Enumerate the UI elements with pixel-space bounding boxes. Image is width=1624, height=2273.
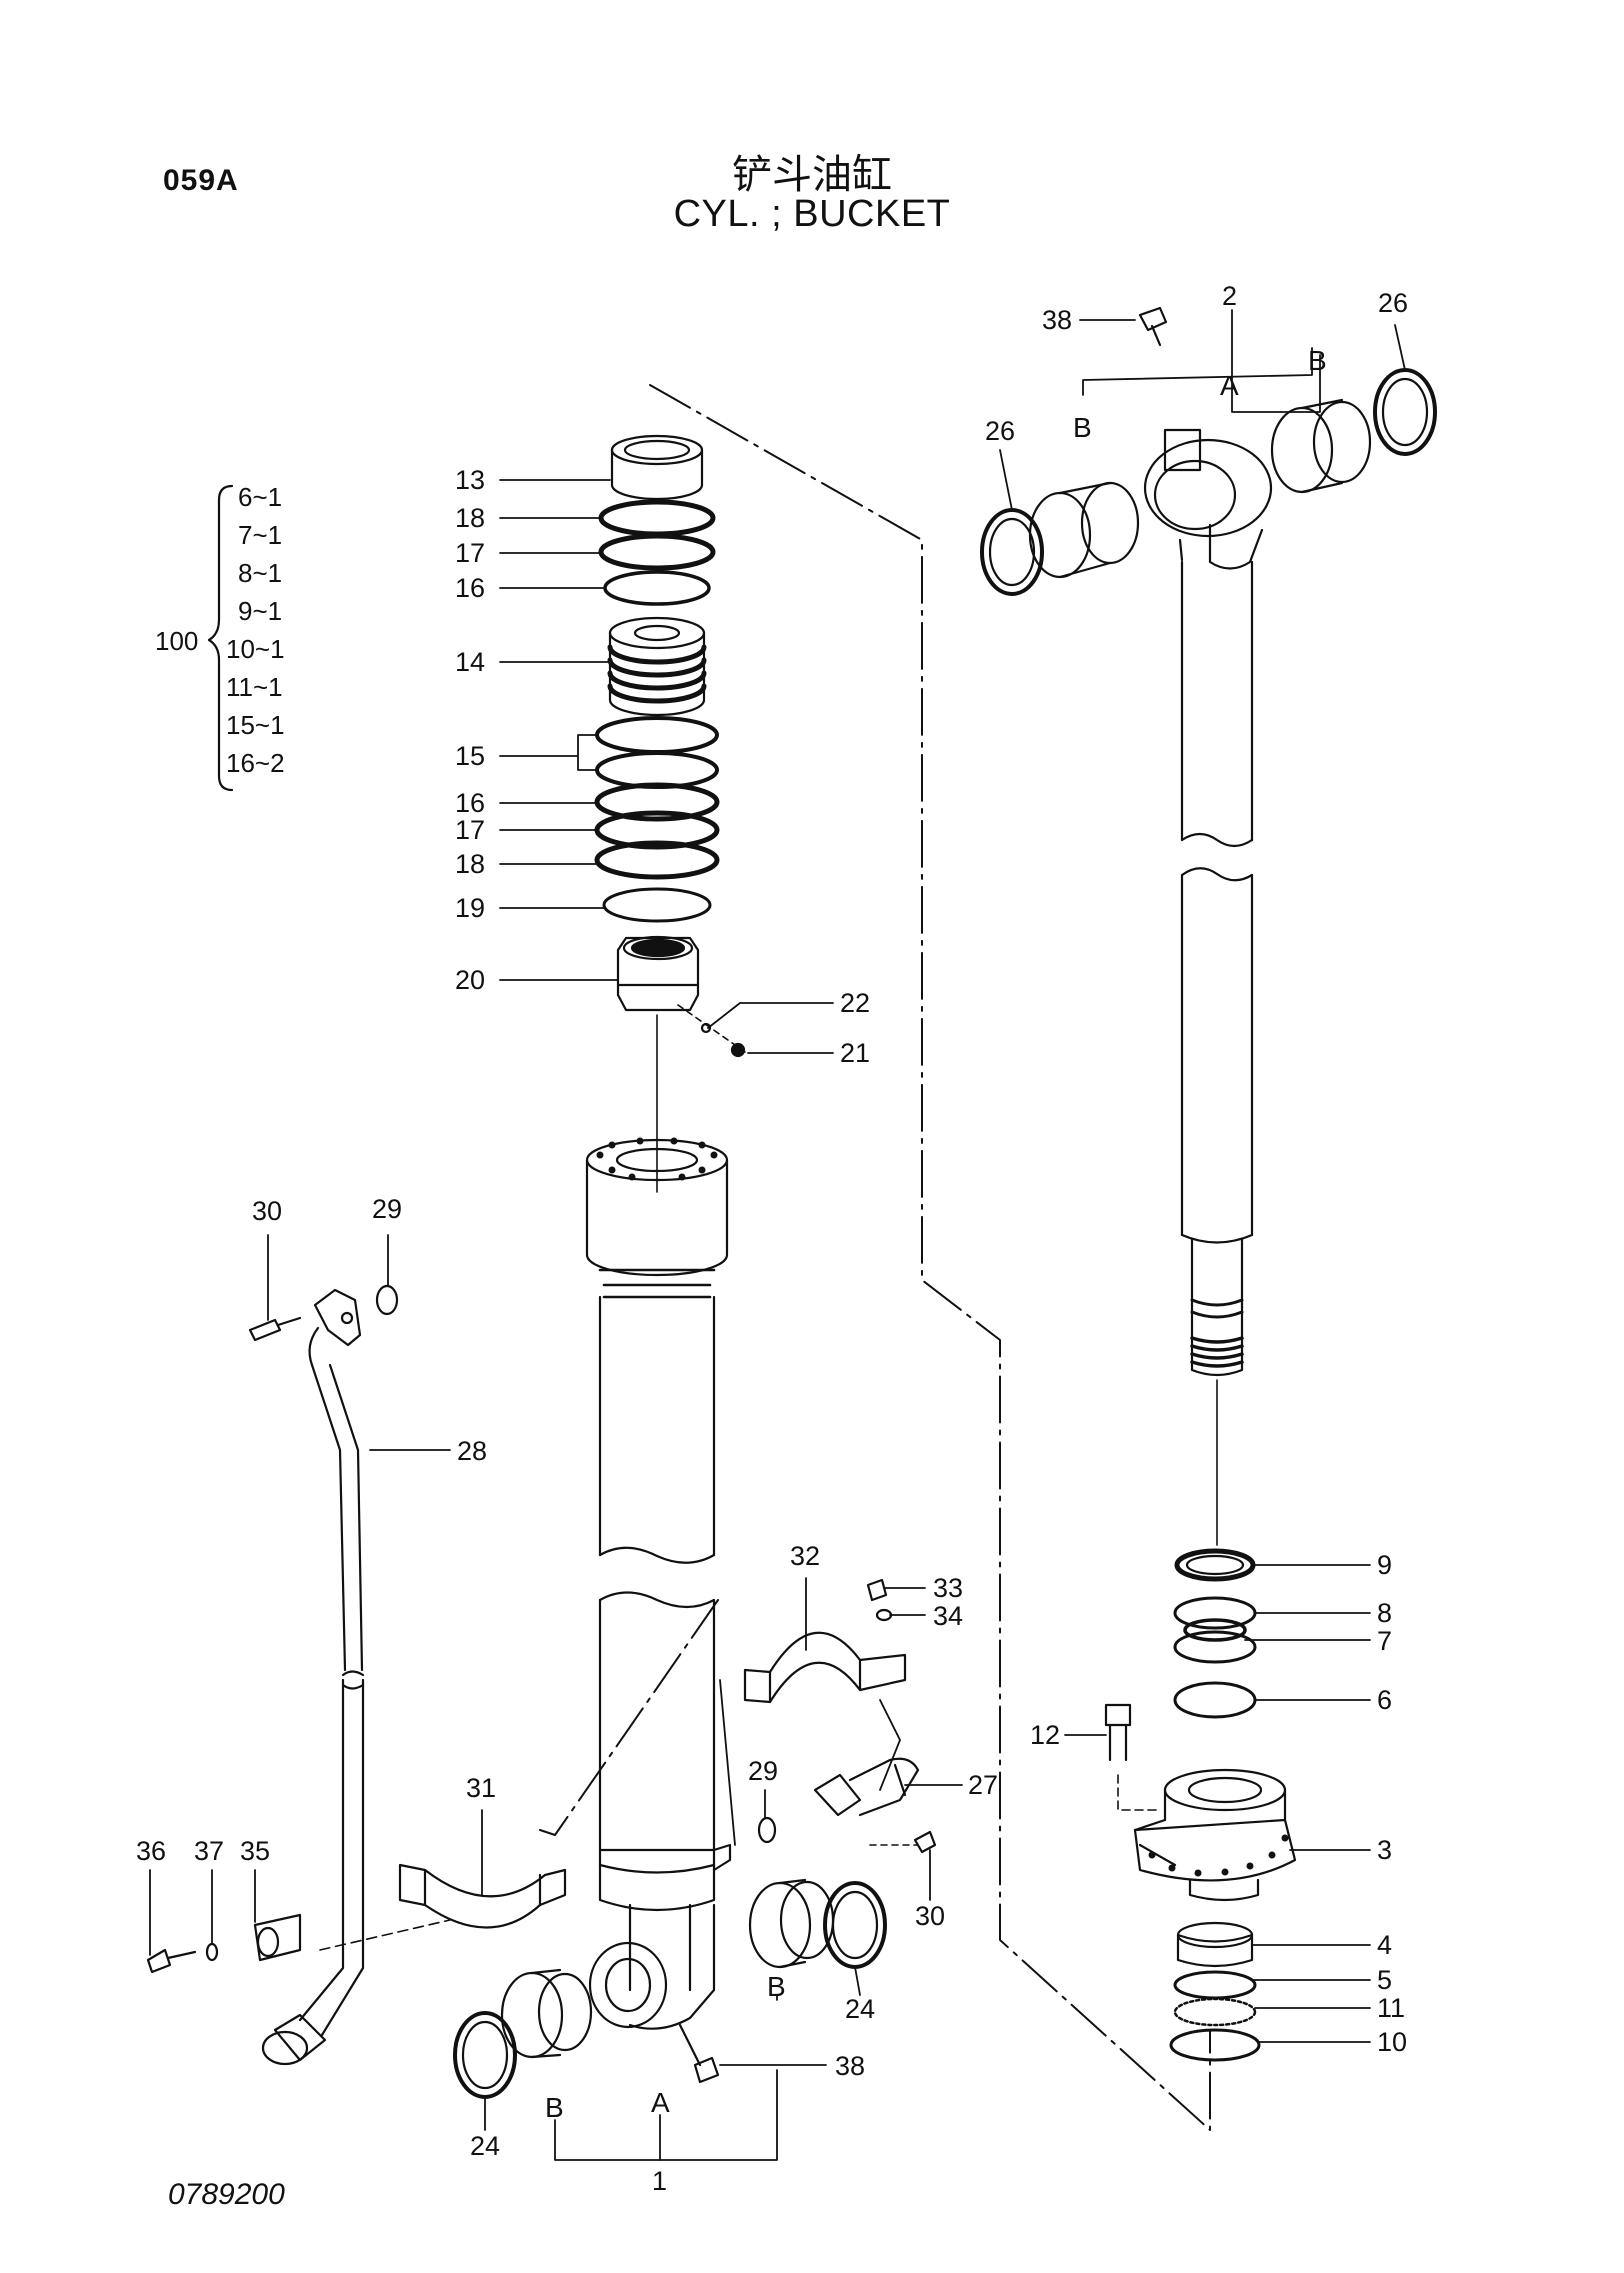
- callout-31: 31: [466, 1773, 496, 1803]
- title-english: CYL. ; BUCKET: [673, 193, 951, 235]
- callout-15: 15: [455, 741, 485, 771]
- callout-7: 7: [1377, 1626, 1392, 1656]
- kit-bracket: [207, 484, 234, 792]
- callout-29: 29: [372, 1194, 402, 1224]
- ref-letter-b: B: [1308, 345, 1327, 376]
- callout-27: 27: [968, 1770, 998, 1800]
- cylinder-tube: [585, 1137, 732, 2030]
- callout-5: 5: [1377, 1965, 1392, 1995]
- callout-6: 6: [1377, 1685, 1392, 1715]
- seal-ring-18: [594, 840, 720, 880]
- callout-22: 22: [840, 988, 870, 1018]
- callout-35: 35: [240, 1836, 270, 1866]
- leader-lines: [149, 309, 1406, 2161]
- callout-26: 26: [1378, 288, 1408, 318]
- ref-letter-b: B: [545, 2092, 564, 2123]
- callout-37: 37: [194, 1836, 224, 1866]
- kit-entry: 15~1: [226, 710, 285, 740]
- callout-8: 8: [1377, 1598, 1392, 1628]
- callout-26: 26: [985, 416, 1015, 446]
- callout-9: 9: [1377, 1550, 1392, 1580]
- callout-10: 10: [1377, 2027, 1407, 2057]
- callout-20: 20: [455, 965, 485, 995]
- callout-38: 38: [835, 2051, 865, 2081]
- document-number: 0789200: [168, 2178, 285, 2211]
- seal-ring-16: [594, 782, 720, 822]
- seal-ring-16: [603, 570, 711, 606]
- callout-12: 12: [1030, 1720, 1060, 1750]
- callout-13: 13: [455, 465, 485, 495]
- callout-30: 30: [915, 1901, 945, 1931]
- callout-11: 11: [1377, 1993, 1405, 2023]
- callout-29: 29: [748, 1756, 778, 1786]
- callout-1: 1: [652, 2166, 667, 2196]
- gland-assembly: [1104, 1548, 1297, 2062]
- callout-19: 19: [455, 893, 485, 923]
- kit-entry: 7~1: [238, 520, 282, 550]
- assembly-phantom-line: [539, 384, 1211, 2131]
- bushing-13: [610, 434, 704, 501]
- callout-32: 32: [790, 1541, 820, 1571]
- callout-18: 18: [455, 849, 485, 879]
- callout-17: 17: [455, 538, 485, 568]
- kit-entry: 11~1: [226, 672, 283, 702]
- callout-28: 28: [457, 1436, 487, 1466]
- callout-36: 36: [136, 1836, 166, 1866]
- seal-ring-15: [595, 716, 719, 754]
- callout-18: 18: [455, 503, 485, 533]
- ref-letter-b: B: [1073, 412, 1092, 443]
- ref-letter-b: B: [767, 1971, 786, 2002]
- rod-eye-bushings: [980, 306, 1437, 596]
- ref-letter-a: A: [651, 2087, 670, 2118]
- callout-16: 16: [455, 788, 485, 818]
- page-code: 059A: [163, 164, 239, 197]
- callout-16: 16: [455, 573, 485, 603]
- seal-ring-17: [598, 533, 716, 571]
- kit-entry: 16~2: [226, 748, 285, 778]
- callout-2: 2: [1222, 281, 1237, 311]
- callout-17: 17: [455, 815, 485, 845]
- callout-34: 34: [933, 1601, 963, 1631]
- piston-14: [607, 616, 707, 717]
- kit-entry: 9~1: [238, 596, 282, 626]
- callout-30: 30: [252, 1196, 282, 1226]
- ball-21: [730, 1042, 746, 1058]
- pipe-assembly: [146, 1284, 937, 2066]
- title-chinese: 铲斗油缸: [732, 152, 892, 198]
- kit-entry: 6~1: [238, 482, 282, 512]
- piston-rod: [1143, 428, 1273, 1546]
- seal-ring-18: [598, 499, 716, 537]
- seal-ring-19: [602, 887, 712, 923]
- kit-entry: 8~1: [238, 558, 282, 588]
- callout-33: 33: [933, 1573, 963, 1603]
- callout-4: 4: [1377, 1930, 1392, 1960]
- piston-seal-stack: [594, 434, 746, 1193]
- kit-number: 100: [155, 626, 198, 656]
- callout-3: 3: [1377, 1835, 1392, 1865]
- callout-38: 38: [1042, 305, 1072, 335]
- ref-letter-a: A: [1220, 370, 1239, 401]
- callout-14: 14: [455, 647, 485, 677]
- kit-entry: 10~1: [226, 634, 285, 664]
- callout-21: 21: [840, 1038, 870, 1068]
- callout-24: 24: [845, 1994, 875, 2024]
- seal-ring-15: [595, 751, 719, 789]
- callout-24: 24: [470, 2131, 500, 2161]
- nut-20: [616, 935, 700, 1012]
